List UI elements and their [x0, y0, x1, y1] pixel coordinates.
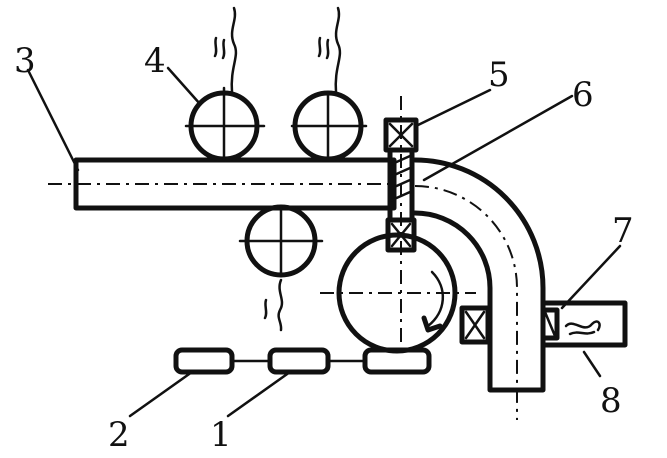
label-2: 2: [108, 415, 130, 455]
heater-wire-right: [317, 6, 342, 94]
label-3: 3: [14, 41, 36, 81]
leader-lines: [26, 66, 622, 418]
label-1: 1: [210, 415, 232, 455]
bent-pipe-section: [412, 157, 546, 420]
label-8: 8: [600, 381, 622, 421]
label-4: 4: [144, 41, 166, 81]
drive-chain: [173, 347, 432, 375]
workpiece-bar: [48, 157, 397, 211]
label-6: 6: [572, 75, 594, 115]
clamp-column: [383, 96, 419, 342]
heater-wire-left: [213, 6, 238, 94]
lower-roller: [238, 204, 324, 332]
label-5: 5: [488, 55, 510, 95]
label-7: 7: [612, 211, 634, 251]
side-clamp-block: [459, 300, 628, 348]
upper-roller-right: [290, 90, 368, 162]
upper-roller-left: [184, 86, 266, 162]
